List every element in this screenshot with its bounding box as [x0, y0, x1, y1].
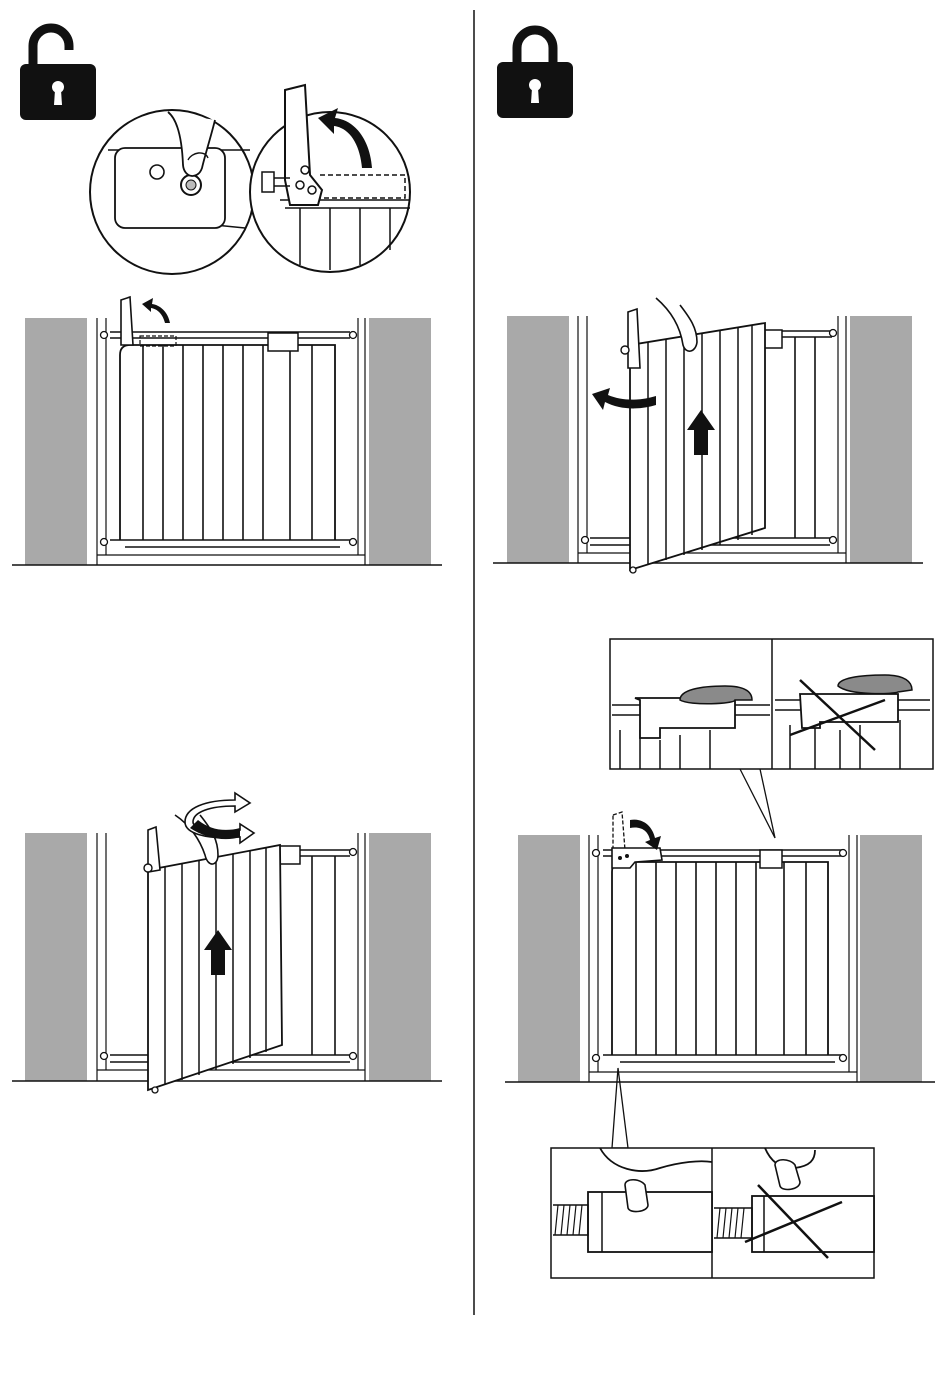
- scene-lift-handle: [12, 297, 442, 565]
- latch-callout: [740, 769, 775, 838]
- lock-panel: [493, 30, 935, 1278]
- locked-padlock-icon: [497, 30, 573, 118]
- latch-check-detail: [610, 639, 933, 769]
- lower-arrow-icon: [630, 820, 661, 850]
- scene-swing-open: [12, 815, 442, 1093]
- foot-callout: [612, 1068, 628, 1148]
- unlock-panel: [12, 28, 442, 1093]
- lift-arrow-small-icon: [142, 298, 170, 323]
- scene-lock-handle: [505, 812, 935, 1082]
- press-button-detail: [90, 110, 254, 274]
- foot-check-detail: [551, 1148, 874, 1278]
- unlocked-padlock-icon: [20, 28, 96, 120]
